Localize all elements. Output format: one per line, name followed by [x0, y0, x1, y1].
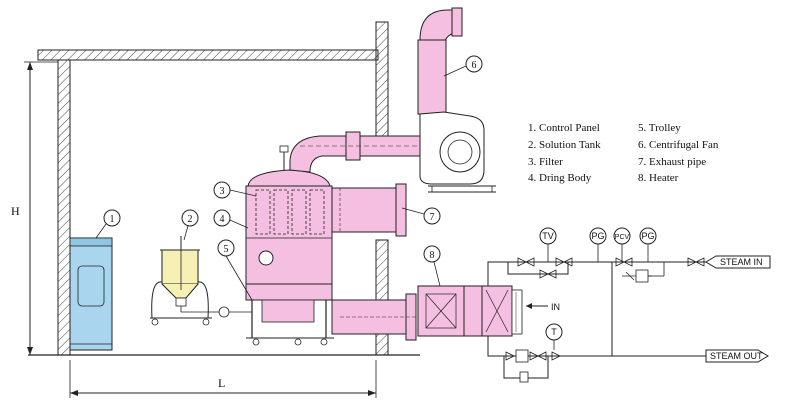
instrument-tv: TV	[539, 227, 557, 245]
svg-text:1: 1	[110, 214, 115, 225]
instrument-pg-1: PG	[589, 227, 607, 245]
heater	[417, 285, 465, 337]
air-inlet-label: IN	[551, 302, 560, 312]
instrument-t: T	[545, 323, 563, 341]
instrument-pcv: PCV	[613, 227, 631, 245]
sight-glass	[258, 250, 274, 266]
filter-box	[463, 285, 523, 337]
centrifugal-fan	[417, 7, 496, 193]
steam-out-arrow: STEAM OUT	[705, 349, 769, 363]
instrument-pg-2: PG	[639, 227, 657, 245]
ceiling	[37, 49, 379, 61]
legend-item-7: 7. Exhaust pipe	[638, 156, 706, 168]
legend-item-1: 1. Control Panel	[528, 122, 600, 134]
steam-in-label: STEAM IN	[720, 257, 763, 267]
exhaust-duct	[331, 183, 407, 237]
left-wall	[57, 59, 71, 356]
svg-text:3: 3	[220, 186, 225, 197]
legend-item-4: 4. Dring Body	[528, 172, 592, 184]
steam-piping	[487, 244, 706, 383]
callout-7: 7	[401, 207, 441, 225]
svg-text:5: 5	[224, 244, 229, 255]
drying-body	[245, 145, 334, 346]
solution-tank	[150, 236, 252, 326]
steam-out-label: STEAM OUT	[710, 351, 763, 361]
building-walls	[28, 21, 420, 356]
callout-2: 2	[181, 209, 199, 241]
callout-8: 8	[423, 245, 441, 287]
dimension-l: L	[69, 360, 377, 398]
callout-6: 6	[443, 55, 483, 77]
svg-text:4: 4	[220, 214, 225, 225]
svg-text:8: 8	[430, 250, 435, 261]
callout-3: 3	[213, 181, 257, 199]
control-panel	[69, 237, 113, 351]
legend-item-2: 2. Solution Tank	[528, 139, 601, 151]
right-wall-upper	[375, 21, 389, 141]
callout-4: 4	[213, 209, 249, 229]
svg-text:TV: TV	[542, 231, 554, 241]
trolley	[261, 299, 315, 323]
dimension-l-label: L	[218, 376, 225, 390]
svg-text:2: 2	[188, 214, 193, 225]
air-inlet-arrow: IN	[526, 302, 560, 312]
dimension-h-label: H	[11, 204, 20, 218]
svg-text:T: T	[551, 327, 557, 337]
legend-item-8: 8. Heater	[638, 172, 679, 184]
callout-5: 5	[217, 239, 253, 301]
svg-text:6: 6	[472, 60, 477, 71]
legend: 1. Control Panel 2. Solution Tank 3. Fil…	[528, 122, 719, 184]
dimension-h: H	[11, 61, 58, 355]
svg-text:PG: PG	[591, 231, 604, 241]
legend-item-5: 5. Trolley	[638, 122, 681, 134]
right-wall-lower	[375, 239, 389, 356]
filter-bags	[255, 189, 325, 235]
fan-duct-to-body	[289, 131, 421, 173]
steam-in-arrow: STEAM IN	[705, 255, 771, 269]
svg-text:7: 7	[430, 212, 435, 223]
svg-text:PCV: PCV	[615, 234, 630, 241]
callout-1: 1	[95, 209, 121, 239]
legend-item-6: 6. Centrifugal Fan	[638, 139, 719, 151]
inlet-duct	[331, 293, 420, 341]
svg-text:PG: PG	[641, 231, 654, 241]
legend-item-3: 3. Filter	[528, 156, 563, 168]
